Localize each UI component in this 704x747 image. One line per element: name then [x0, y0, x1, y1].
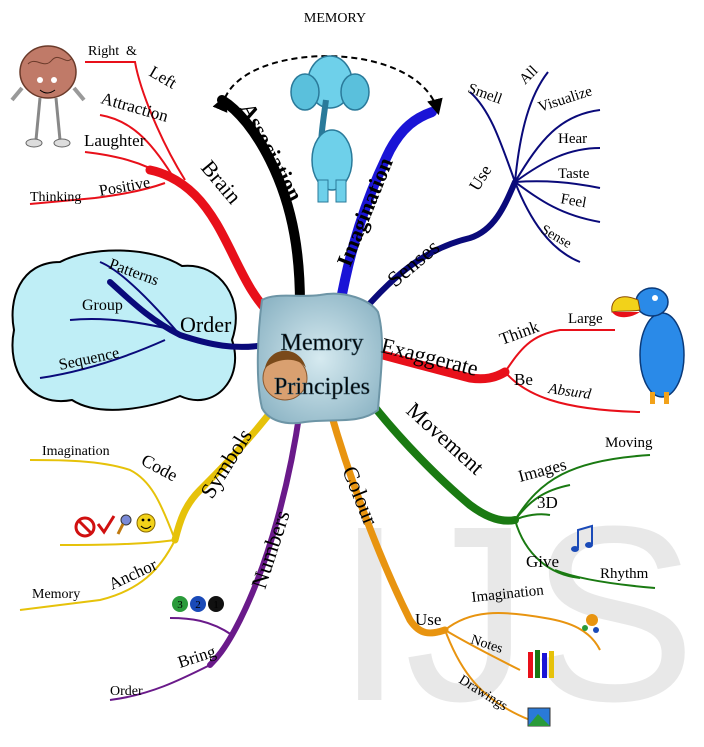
- colour-sub-lines: [444, 612, 601, 721]
- symbols-branch: [171, 396, 284, 544]
- badge-2: 2: [195, 599, 201, 611]
- movement-branch: [361, 391, 519, 525]
- brain-sub-lines: [29, 61, 186, 205]
- exaggerate-label: Exaggerate: [379, 333, 481, 381]
- center-title-line1: Memory: [281, 330, 364, 356]
- center-node: [256, 292, 384, 425]
- symbols-sub-memory: Memory: [32, 587, 80, 602]
- numbers-sub-lines: [109, 617, 233, 701]
- colour-branch: [326, 406, 449, 637]
- no-sign-icon: [74, 516, 96, 538]
- symbols-label: Symbols: [195, 424, 257, 503]
- brain-sub-left: Left: [146, 62, 180, 93]
- watermark: IJS: [335, 474, 696, 747]
- exaggerate-sub-absurd: Absurd: [546, 381, 592, 403]
- colour-sub-imagination: Imagination: [471, 582, 545, 606]
- numbers-sub-order: Order: [110, 684, 143, 699]
- music-note-icon: [571, 524, 593, 552]
- senses-sub-all: All: [517, 63, 542, 88]
- order-sub-lines: [39, 261, 181, 379]
- center-title-line2: Principles: [274, 374, 370, 400]
- badge-icon: [208, 596, 224, 612]
- order-label: Order: [180, 312, 232, 337]
- picture-icon: [527, 707, 551, 727]
- smiley-icon: [136, 513, 156, 533]
- senses-sub-hear: Hear: [558, 131, 587, 147]
- senses-sub-lines: [469, 71, 601, 263]
- order-cloud: [11, 249, 237, 411]
- movement-sub-moving: Moving: [605, 435, 653, 451]
- senses-sub-smell: Smell: [466, 81, 504, 108]
- symbols-sub-lines: [19, 459, 176, 611]
- movement-sub-give: Give: [526, 552, 559, 571]
- numbers-branch: [207, 407, 303, 668]
- brain-sub-positive: Positive: [98, 174, 152, 200]
- brain-sub-laughter: Laughter: [84, 131, 146, 150]
- senses-sub-taste: Taste: [558, 166, 590, 182]
- exaggerate-sub-be: Be: [514, 370, 533, 389]
- badge-1: 1: [213, 599, 219, 611]
- movement-sub-lines: [514, 454, 656, 589]
- senses-label: Senses: [382, 234, 444, 292]
- senses-sub-feel: Feel: [559, 191, 587, 211]
- numbers-sub-bring: Bring: [175, 642, 218, 672]
- brain-sub-right: Right: [88, 44, 119, 59]
- brain-sub-thinking: Thinking: [30, 190, 81, 205]
- brain-sub-attraction: Attraction: [99, 89, 171, 126]
- elephant-icon: [290, 55, 370, 203]
- movement-sub-3d: 3D: [537, 493, 558, 512]
- order-sub-group: Group: [82, 297, 123, 314]
- badge-icon: [190, 596, 206, 612]
- senses-branch: [352, 179, 518, 323]
- checkmark-icon: [96, 515, 116, 535]
- colour-use: Use: [415, 610, 441, 629]
- memory-top-label: MEMORY: [304, 11, 366, 26]
- association-label: Association: [236, 99, 309, 206]
- brain-sub-amp: &: [126, 44, 137, 59]
- imagination-branch: [335, 107, 437, 310]
- symbols-icons: [74, 513, 156, 538]
- exaggerate-sub-large: Large: [568, 311, 603, 327]
- brain-character-icon: [10, 45, 86, 148]
- badge-icon: [172, 596, 188, 612]
- badge-3: 3: [177, 599, 183, 611]
- exaggerate-sub-lines: [504, 329, 641, 413]
- senses-sub-visualize: Visualize: [536, 83, 594, 116]
- senses-use: Use: [465, 162, 495, 195]
- association-branch: [217, 95, 305, 310]
- number-badges: 3 2 1: [172, 596, 224, 612]
- exaggerate-branch: [360, 345, 510, 384]
- magnifier-icon: [116, 514, 132, 535]
- brain-branch: [145, 165, 280, 323]
- movement-sub-rhythm: Rhythm: [600, 566, 649, 582]
- toucan-icon: [611, 287, 685, 404]
- movement-label: Movement: [402, 397, 490, 479]
- symbols-sub-imagination: Imagination: [42, 444, 110, 459]
- numbers-label: Numbers: [246, 507, 295, 591]
- paint-palette-icon: [582, 614, 599, 633]
- exaggerate-sub-think: Think: [497, 317, 542, 349]
- crayons-icon: [528, 650, 554, 678]
